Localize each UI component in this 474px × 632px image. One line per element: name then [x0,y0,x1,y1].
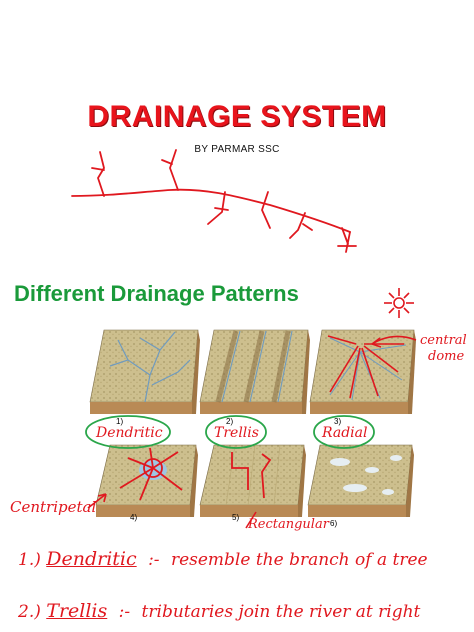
note-line-1: 1.) Dendritic :- resemble the branch of … [18,548,468,570]
note-number: 2.) [18,602,41,622]
panel-centripetal [95,444,198,517]
note-term: Dendritic [46,548,137,570]
panel-dendritic [89,329,200,414]
note-text: tributaries join the river at right [141,602,421,622]
note-number: 1.) [18,550,41,570]
centripetal-arrowhead [97,493,107,503]
radial-ellipse [313,415,375,449]
centripetal-annotation: Centripetal [10,498,96,516]
panel-rectangular [199,444,306,517]
trellis-ellipse [205,415,267,449]
dendritic-ellipse [85,415,171,449]
panel-deranged [307,444,414,517]
panel-number: 4) [130,513,137,522]
sun-icon [384,288,414,318]
central-dome-label-2: dome [428,349,464,364]
radial-annotation: Radial [321,425,367,441]
central-dome-label-1: central [420,333,467,348]
dendritic-annotation: Dendritic [95,425,163,441]
panel-number: 6) [330,519,337,528]
panel-radial [309,329,416,414]
centripetal-arrow [87,493,107,509]
author-byline: BY PARMAR SSC [194,144,280,155]
panel-trellis [199,329,310,414]
rectangular-arrow [245,511,257,529]
note-text: resemble the branch of a tree [170,550,428,570]
section-title: Different Drainage Patterns [14,281,299,306]
panel-number: 3) [334,417,341,426]
rectangular-annotation: Rectangular [247,517,330,532]
trellis-annotation: Trellis [214,425,259,441]
central-dome-arrowhead [371,337,382,348]
page-title: DRAINAGE SYSTEM [87,100,387,133]
note-separator: :- [118,602,131,622]
panel-number: 1) [116,417,123,426]
note-term: Trellis [46,600,108,622]
note-line-2: 2.) Trellis :- tributaries join the rive… [18,600,474,622]
panel-number: 2) [226,417,233,426]
note-separator: :- [148,550,160,570]
panel-number: 5) [232,513,239,522]
